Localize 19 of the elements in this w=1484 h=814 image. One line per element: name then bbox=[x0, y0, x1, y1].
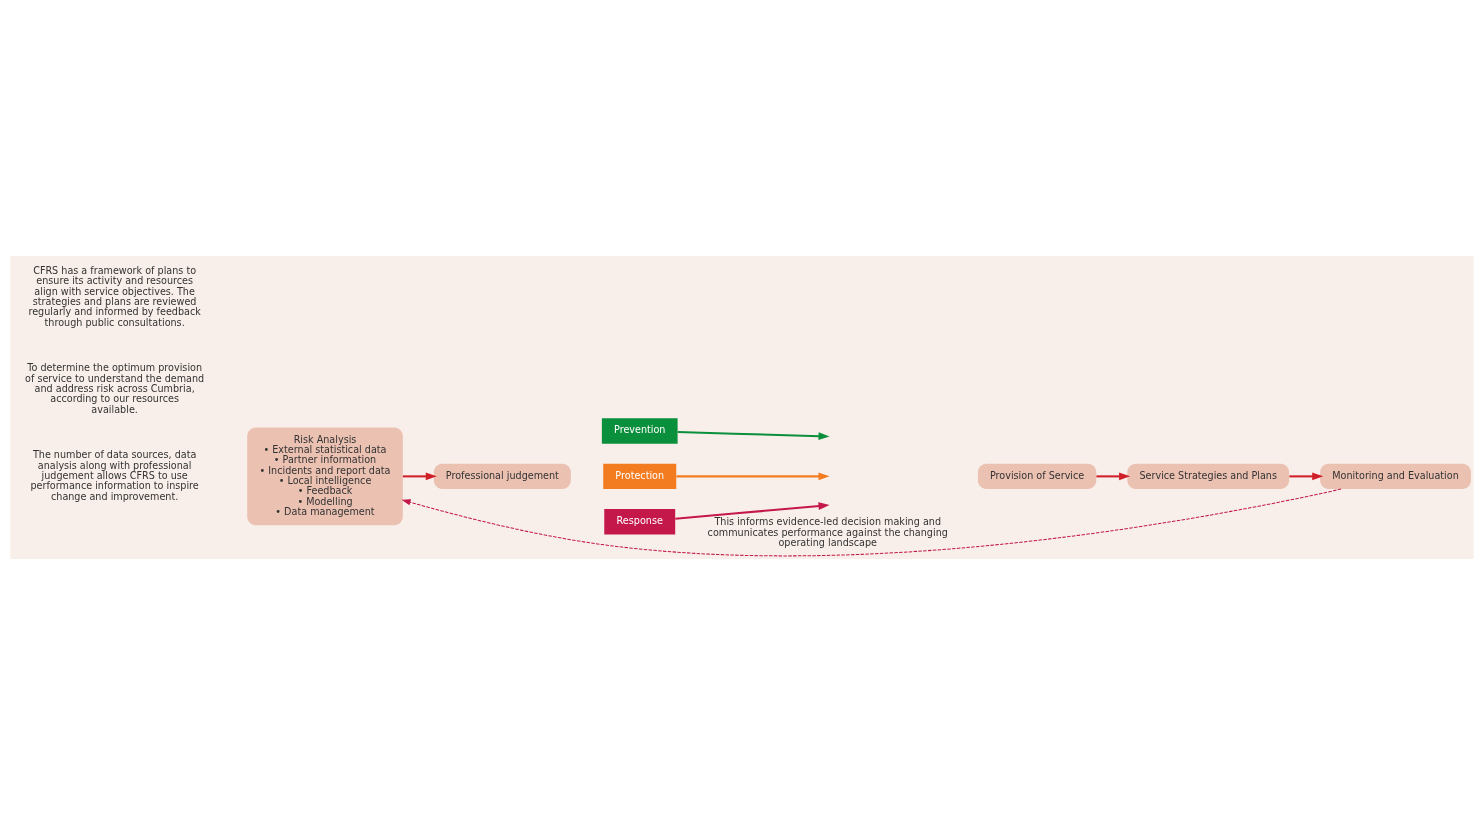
label: The number of data sources, data analysis along with professional judgement allows CFRS to use performance information to inspire change and improvement. bbox=[30, 448, 199, 502]
edge-label: This informs evidence-led decision making and communicates performance against the changing operating landscape bbox=[707, 515, 948, 548]
node-box: Service Strategies and Plans bbox=[1127, 463, 1290, 489]
arrow bbox=[1289, 472, 1324, 480]
label: CFRS has a framework of plans to ensure its activity and resources align with service objectives. The strategies and plans are reviewed regularly and informed by feedback through public consultations. bbox=[28, 264, 201, 328]
arrow bbox=[675, 501, 830, 520]
node-box: Monitoring and Evaluation bbox=[1320, 463, 1471, 489]
arrow bbox=[401, 488, 1342, 556]
arrow bbox=[1096, 472, 1131, 480]
node-box: Risk Analysis • External statistical data • Partner information • Incidents and report data • Local intelligence • Feedback • Modelling • Data management bbox=[247, 426, 403, 525]
node-box: Prevention bbox=[601, 417, 678, 444]
node-box: Professional judgement bbox=[433, 463, 571, 489]
label: To determine the optimum provision of service to understand the demand and address risk across Cumbria, according to our resources available. bbox=[25, 361, 205, 415]
arrow bbox=[677, 430, 830, 440]
node-box: Provision of Service bbox=[977, 463, 1097, 489]
arrow bbox=[402, 472, 437, 480]
node-box: Protection bbox=[603, 463, 677, 489]
node-box: Response bbox=[604, 508, 676, 535]
arrow bbox=[676, 472, 830, 480]
